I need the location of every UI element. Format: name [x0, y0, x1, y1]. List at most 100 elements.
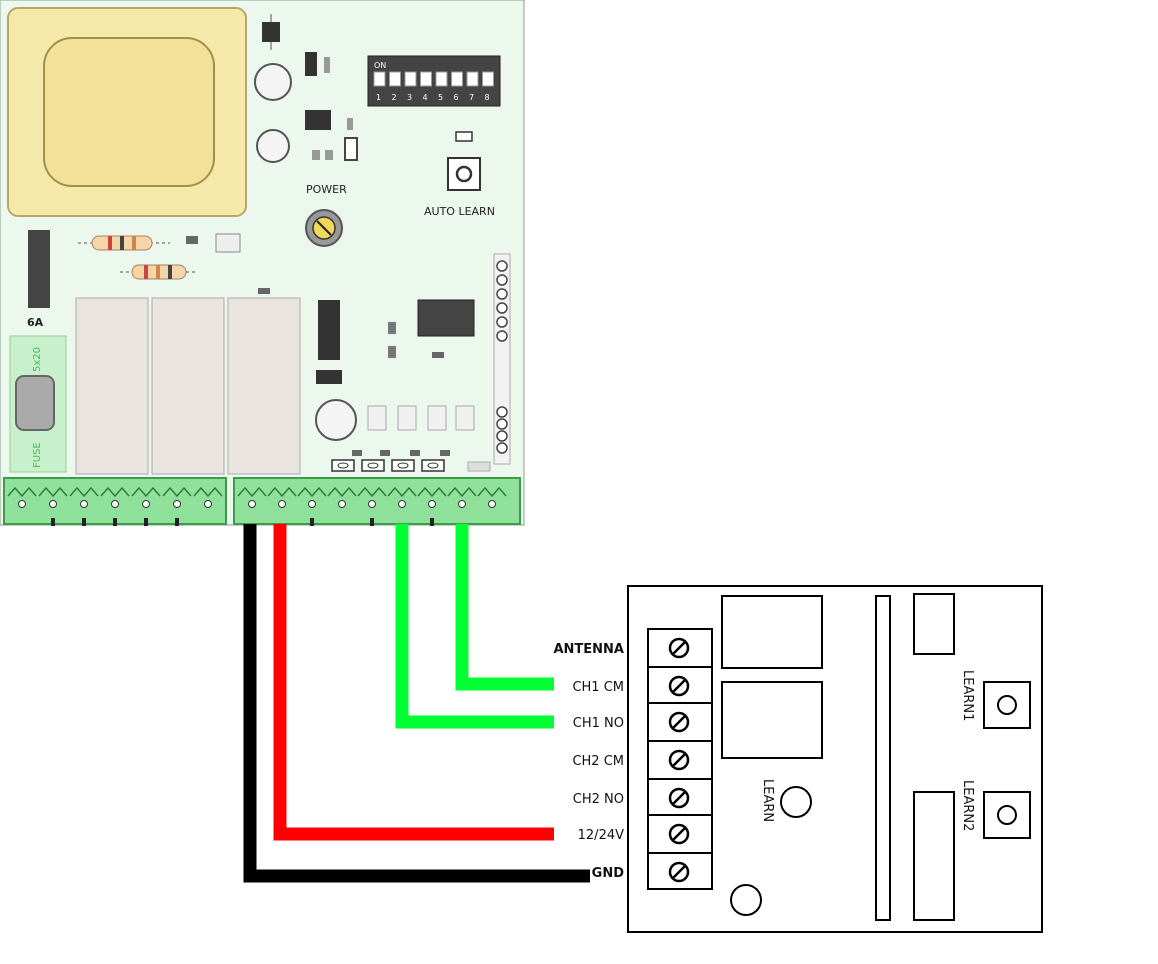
dip-number: 3: [407, 93, 412, 102]
terminal-screw-top: [162, 486, 192, 498]
led-lens: [367, 462, 379, 469]
terminal-screw-top: [417, 486, 447, 498]
header-pin: [496, 430, 508, 442]
dip-number: 8: [485, 93, 490, 102]
terminal-label: GND: [592, 866, 625, 881]
terminal-screw-top: [297, 486, 327, 498]
terminal-screw-top: [477, 486, 507, 498]
capacitor-1: [254, 63, 292, 101]
dip-number: 6: [454, 93, 459, 102]
fuse-bar: [28, 230, 50, 308]
power-potentiometer[interactable]: [305, 209, 343, 247]
ic-chip: [417, 299, 475, 337]
terminal-label: CH1 CM: [572, 680, 624, 695]
relay-3: [227, 297, 301, 475]
terminal-hole: [142, 500, 150, 508]
terminal-hole: [18, 500, 26, 508]
relay-1: [75, 297, 149, 475]
fuse-size-label: 5x20: [32, 347, 43, 372]
terminal-hole: [248, 500, 256, 508]
terminal-hole: [488, 500, 496, 508]
auto-learn-label: AUTO LEARN: [424, 205, 495, 218]
led-lens: [337, 462, 349, 469]
wiring: [243, 524, 590, 883]
led-lens: [397, 462, 409, 469]
dip-number: 5: [438, 93, 443, 102]
terminal-screw-top: [357, 486, 387, 498]
wire-ch1-cm: [455, 524, 554, 691]
dip-key[interactable]: [404, 71, 417, 87]
terminal-screw-top: [267, 486, 297, 498]
dip-key[interactable]: [451, 71, 463, 87]
dip-number: 4: [423, 93, 428, 102]
terminal-hole: [204, 500, 212, 508]
header-pin: [496, 302, 508, 314]
header-pin: [496, 406, 508, 418]
dip-key[interactable]: [420, 71, 432, 87]
wire-stub: [370, 518, 374, 526]
terminal-block-left: [3, 477, 227, 525]
wire-stub: [144, 518, 148, 526]
dip-key[interactable]: [389, 71, 401, 87]
terminal-hole: [173, 500, 181, 508]
terminal-hole: [278, 500, 286, 508]
terminal-label: CH2 CM: [572, 754, 624, 769]
terminal-label: 12/24V: [578, 828, 624, 843]
dip-key[interactable]: [482, 71, 494, 87]
fuse-label: FUSE: [32, 442, 43, 468]
terminal-screw-top: [7, 486, 37, 498]
terminal-screw-top: [193, 486, 223, 498]
wire-gnd: [243, 524, 590, 883]
wire-12-24v: [273, 524, 554, 841]
terminal-hole: [338, 500, 346, 508]
auto-learn-button[interactable]: [447, 157, 481, 191]
terminal-hole: [398, 500, 406, 508]
learn2-label: LEARN2: [960, 780, 975, 831]
terminal-screw-top: [327, 486, 357, 498]
header-pin: [496, 316, 508, 328]
header-pin: [496, 330, 508, 342]
header-pin: [496, 288, 508, 300]
screw-slot: [671, 826, 687, 842]
wire-stub: [113, 518, 117, 526]
receiver-relay-1: [721, 595, 823, 669]
fuse-rating: 6A: [27, 316, 44, 329]
terminal-screw-top: [131, 486, 161, 498]
fuse-holder: 5x20 FUSE: [9, 335, 67, 473]
status-led: [361, 459, 385, 472]
terminal-hole: [111, 500, 119, 508]
screw-slot: [671, 752, 687, 768]
receiver-relay-2: [721, 681, 823, 759]
led-lens: [427, 462, 439, 469]
status-led: [421, 459, 445, 472]
wire-stub: [175, 518, 179, 526]
relay-2: [151, 297, 225, 475]
learn-label: LEARN: [760, 779, 775, 822]
dip-key[interactable]: [435, 71, 448, 87]
header-pin: [496, 274, 508, 286]
terminal-screw-top: [387, 486, 417, 498]
dip-key[interactable]: [466, 71, 479, 87]
screw-slot: [671, 714, 687, 730]
terminal-screw-top: [69, 486, 99, 498]
aux-led: [730, 884, 762, 916]
power-label: POWER: [306, 183, 347, 196]
status-led: [391, 459, 415, 472]
terminal-screw-top: [38, 486, 68, 498]
resistor-1: [78, 235, 170, 251]
dip-key[interactable]: [373, 71, 386, 87]
capacitor-2: [256, 129, 290, 163]
learn1-label: LEARN1: [960, 670, 975, 721]
learn1-button[interactable]: [983, 681, 1031, 729]
terminal-hole: [428, 500, 436, 508]
transformer: [7, 7, 247, 217]
wire-stub: [310, 518, 314, 526]
learn2-button[interactable]: [983, 791, 1031, 839]
terminal-hole: [308, 500, 316, 508]
dip-number: 2: [392, 93, 397, 102]
terminal-hole: [368, 500, 376, 508]
dip-number: 7: [469, 93, 474, 102]
